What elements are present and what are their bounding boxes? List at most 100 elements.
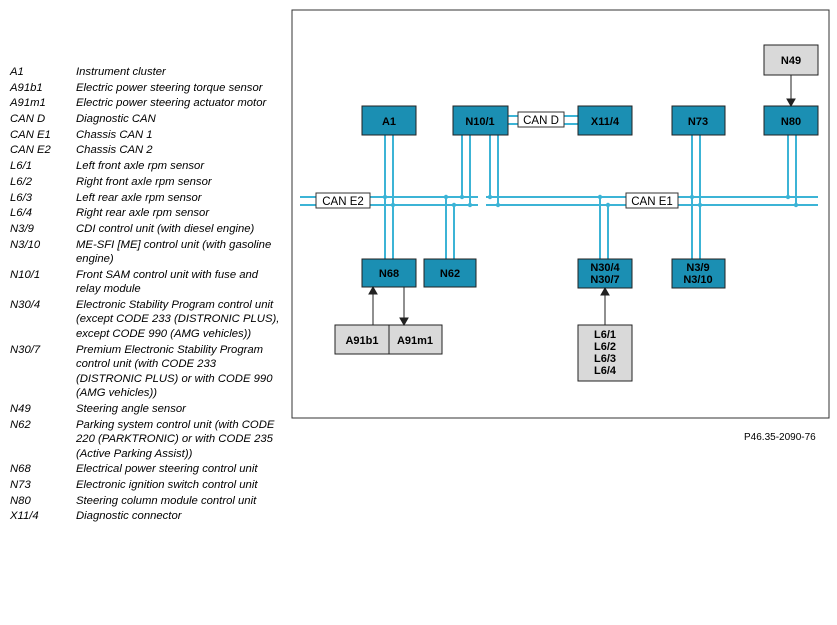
- legend-row: N30/4 Electronic Stability Program contro…: [10, 298, 280, 342]
- legend-description: Left front axle rpm sensor: [76, 160, 205, 173]
- legend-code: X11/4: [10, 510, 39, 523]
- node-x11-4: X11/4: [577, 105, 633, 136]
- svg-text:A91m1: A91m1: [397, 335, 433, 347]
- can-e1-label: CAN E1: [625, 192, 679, 209]
- legend-code: L6/2: [10, 175, 32, 188]
- svg-text:N73: N73: [688, 116, 708, 128]
- legend-description: Left rear axle rpm sensor: [76, 191, 202, 204]
- node-n49: N49: [763, 44, 819, 76]
- svg-text:L6/4: L6/4: [594, 365, 617, 377]
- legend-code: CAN E1: [10, 128, 51, 141]
- legend-description: CDI control unit (with diesel engine): [76, 222, 255, 235]
- legend-row: A1 Instrument cluster: [10, 65, 280, 80]
- legend-code: N80: [10, 494, 31, 507]
- signal-arrows: [368, 75, 796, 327]
- legend-code: N68: [10, 463, 31, 476]
- svg-text:L6/3: L6/3: [594, 353, 616, 365]
- svg-text:N30/7: N30/7: [590, 274, 619, 286]
- legend-code: L6/4: [10, 207, 32, 220]
- legend-row: X11/4 Diagnostic connector: [10, 509, 280, 524]
- svg-text:N30/4: N30/4: [590, 262, 620, 274]
- legend-code: N3/10: [10, 238, 41, 251]
- node-n30: N30/4 N30/7: [577, 258, 633, 289]
- svg-text:X11/4: X11/4: [591, 116, 620, 128]
- legend-description: Electric power steering torque sensor: [76, 81, 263, 94]
- legend-code: L6/1: [10, 160, 32, 173]
- legend-row: N68 Electrical power steering control uni…: [10, 462, 280, 477]
- svg-text:N3/10: N3/10: [683, 274, 712, 286]
- node-l6: L6/1 L6/2 L6/3 L6/4: [577, 324, 633, 382]
- legend-description: Chassis CAN 1: [76, 128, 153, 141]
- svg-text:CAN E1: CAN E1: [631, 196, 673, 208]
- svg-text:A91b1: A91b1: [345, 335, 378, 347]
- svg-text:N49: N49: [781, 55, 801, 67]
- bus-junctions: [382, 194, 799, 208]
- legend-description: Electronic ignition switch control unit: [76, 478, 258, 491]
- legend-description: Steering column module control unit: [76, 494, 257, 507]
- svg-text:CAN E2: CAN E2: [322, 196, 364, 208]
- legend-code: A91m1: [10, 97, 46, 110]
- svg-text:N62: N62: [440, 268, 460, 280]
- legend-row: N73 Electronic ignition switch control un…: [10, 478, 280, 493]
- bus-connections: [384, 135, 797, 259]
- svg-text:N68: N68: [379, 268, 399, 280]
- node-a91b1: A91b1: [334, 324, 390, 355]
- svg-text:N80: N80: [781, 116, 801, 128]
- legend-description: Chassis CAN 2: [76, 144, 153, 157]
- legend-description: ME-SFI [ME] control unit (with gasoline …: [76, 238, 272, 266]
- legend-description: Electrical power steering control unit: [76, 463, 258, 476]
- node-a91m1: A91m1: [388, 324, 443, 355]
- svg-text:CAN D: CAN D: [523, 115, 559, 127]
- legend-row: N3/9 CDI control unit (with diesel engine…: [10, 222, 280, 237]
- legend-description: Diagnostic connector: [76, 510, 182, 523]
- legend-row: L6/1 Left front axle rpm sensor: [10, 159, 280, 174]
- legend-code: N73: [10, 478, 31, 491]
- legend-description: Instrument cluster: [76, 66, 166, 78]
- node-n80: N80: [763, 105, 819, 136]
- legend-code: N3/9: [10, 222, 34, 235]
- legend-row: L6/3 Left rear axle rpm sensor: [10, 191, 280, 206]
- svg-text:N3/9: N3/9: [686, 262, 709, 274]
- legend-description: Premium Electronic Stability Program con…: [76, 343, 273, 400]
- legend-row: N3/10 ME-SFI [ME] control unit (with gaso…: [10, 238, 280, 267]
- node-n10-1: N10/1: [452, 105, 509, 136]
- legend-code: N10/1: [10, 268, 41, 281]
- legend-code: CAN D: [10, 113, 46, 126]
- legend-row: CAN E2 Chassis CAN 2: [10, 143, 280, 158]
- legend-description: Parking system control unit (with CODE 2…: [76, 418, 275, 460]
- node-n62: N62: [423, 258, 477, 288]
- legend-row: N30/7 Premium Electronic Stability Progra…: [10, 343, 280, 401]
- legend-code: N30/7: [10, 343, 41, 356]
- legend-row: N80 Steering column module control unit: [10, 494, 280, 509]
- svg-text:L6/2: L6/2: [594, 341, 616, 353]
- legend-code: A1: [10, 66, 24, 78]
- legend-description: Right rear axle rpm sensor: [76, 207, 210, 220]
- legend-row: CAN E1 Chassis CAN 1: [10, 128, 280, 143]
- legend-code: N62: [10, 418, 31, 431]
- legend-description: Right front axle rpm sensor: [76, 175, 212, 188]
- svg-text:L6/1: L6/1: [594, 329, 616, 341]
- legend-row: N10/1 Front SAM control unit with fuse an…: [10, 268, 280, 297]
- svg-text:N10/1: N10/1: [465, 116, 494, 128]
- svg-text:A1: A1: [382, 116, 396, 128]
- legend-description: Front SAM control unit with fuse and rel…: [76, 268, 259, 296]
- node-a1: A1: [361, 105, 417, 136]
- legend-code: CAN E2: [10, 144, 51, 157]
- can-d-label: CAN D: [517, 111, 565, 128]
- figure-reference: P46.35-2090-76: [744, 432, 816, 443]
- legend-code: L6/3: [10, 191, 32, 204]
- legend-row: N62 Parking system control unit (with COD…: [10, 418, 280, 462]
- node-n73: N73: [671, 105, 726, 136]
- legend-description: Electronic Stability Program control uni…: [76, 298, 280, 340]
- can-e2-label: CAN E2: [315, 192, 371, 209]
- legend-row: L6/2 Right front axle rpm sensor: [10, 175, 280, 190]
- legend-code: N30/4: [10, 298, 41, 311]
- legend-row: L6/4 Right rear axle rpm sensor: [10, 206, 280, 221]
- node-n68: N68: [361, 258, 417, 288]
- diagram-frame: [291, 9, 830, 419]
